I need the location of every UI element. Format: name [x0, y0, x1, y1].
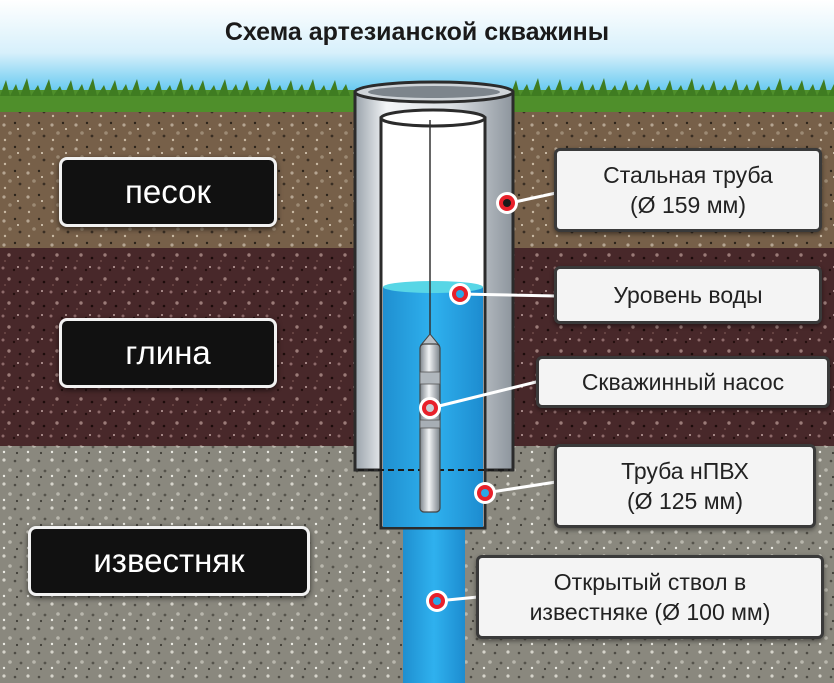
- callout-open-borehole-line2: известняке (Ø 100 мм): [529, 599, 771, 625]
- callout-pump: Скважинный насос: [536, 356, 830, 408]
- callout-steel-casing-line1: Стальная труба: [603, 162, 773, 188]
- marker-pvc-casing: [474, 482, 496, 504]
- callout-water-level: Уровень воды: [554, 266, 822, 324]
- callout-pump-line1: Скважинный насос: [581, 369, 785, 395]
- marker-steel-casing: [496, 192, 518, 214]
- marker-open-borehole: [426, 590, 448, 612]
- submersible-pump: [419, 333, 441, 513]
- layer-label-clay: глина: [59, 318, 277, 388]
- marker-pump: [419, 397, 441, 419]
- callout-pvc-casing-line1: Труба нПВХ: [621, 458, 749, 484]
- callout-pvc-casing: Труба нПВХ (Ø 125 мм): [554, 444, 816, 528]
- callout-water-level-line1: Уровень воды: [613, 282, 763, 308]
- callout-steel-casing: Стальная труба (Ø 159 мм): [554, 148, 822, 232]
- callout-steel-casing-line2: (Ø 159 мм): [630, 192, 746, 218]
- callout-open-borehole: Открытый ствол в известняке (Ø 100 мм): [476, 555, 824, 639]
- sky: [0, 0, 834, 96]
- callout-open-borehole-line1: Открытый ствол в: [553, 569, 747, 595]
- callout-pvc-casing-line2: (Ø 125 мм): [627, 488, 743, 514]
- diagram-title: Схема артезианской скважины: [224, 18, 610, 46]
- layer-label-limestone: известняк: [28, 526, 310, 596]
- marker-water-level: [449, 283, 471, 305]
- layer-label-sand: песок: [59, 157, 277, 227]
